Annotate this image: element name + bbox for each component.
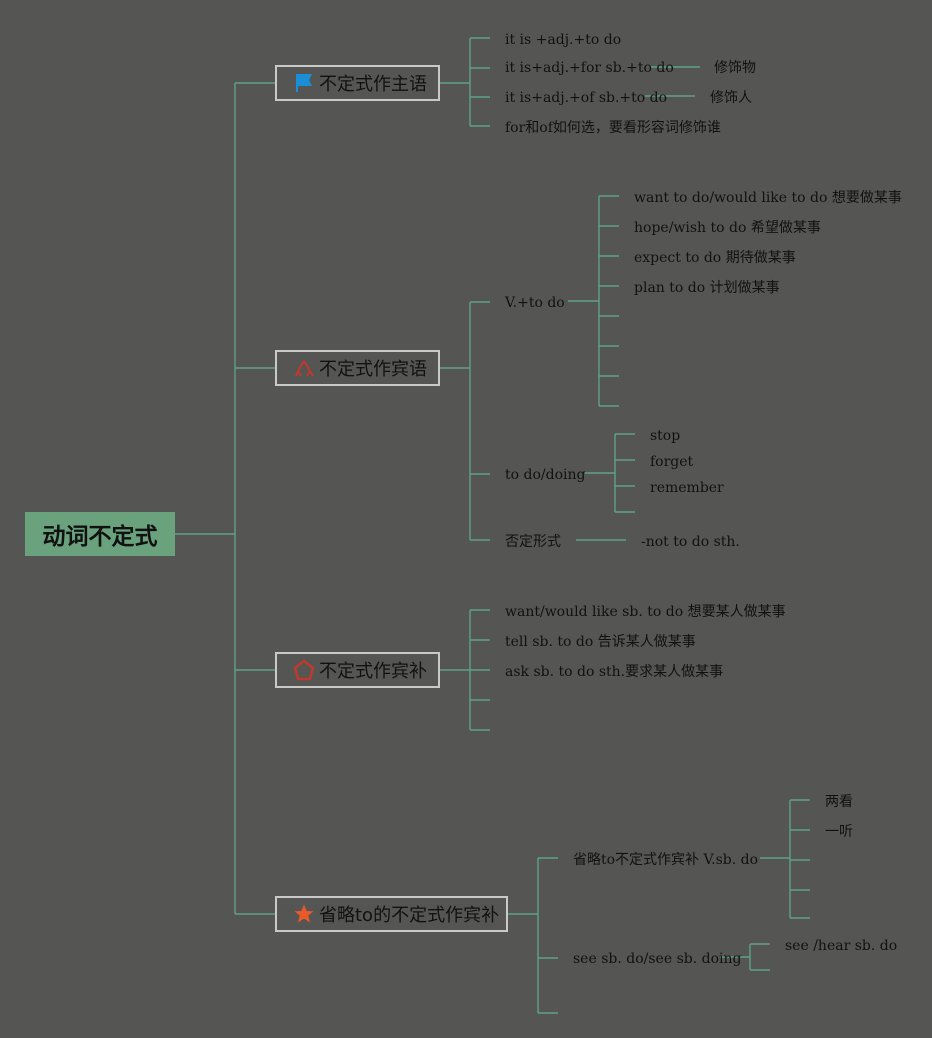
bare-group-omit-to[interactable]: 省略to不定式作宾补 V.sb. do (573, 852, 759, 868)
branch-bare-infinitive[interactable]: 省略to的不定式作宾补 (275, 896, 508, 932)
branch-bare-infinitive-label: 省略to的不定式作宾补 (319, 905, 500, 926)
bare-group-see[interactable]: see sb. do/see sb. doing (573, 951, 742, 967)
subject-item-2[interactable]: it is+adj.+for sb.+to do (505, 60, 674, 76)
subject-item-2-note[interactable]: 修饰物 (714, 60, 756, 76)
subject-item-3-note[interactable]: 修饰人 (710, 90, 752, 106)
tree-icon (293, 357, 315, 379)
object-verb-item-1[interactable]: want to do/would like to do 想要做某事 (634, 190, 902, 206)
complement-item-2[interactable]: tell sb. to do 告诉某人做某事 (505, 634, 696, 650)
star-icon (293, 903, 315, 925)
pentagon-icon (293, 659, 315, 681)
object-verb-item-4[interactable]: plan to do 计划做某事 (634, 280, 780, 296)
object-verb-item-2[interactable]: hope/wish to do 希望做某事 (634, 220, 821, 236)
flag-icon (293, 72, 315, 94)
subject-item-1[interactable]: it is +adj.+to do (505, 32, 622, 48)
complement-item-1[interactable]: want/would like sb. to do 想要某人做某事 (505, 604, 786, 620)
bare-see-item-1[interactable]: see /hear sb. do (785, 938, 898, 954)
complement-item-3[interactable]: ask sb. to do sth.要求某人做某事 (505, 664, 724, 680)
object-todo-item-2[interactable]: forget (650, 454, 694, 470)
object-todo-item-3[interactable]: remember (650, 480, 724, 496)
branch-subject-label: 不定式作主语 (319, 74, 427, 95)
object-group-todo-doing[interactable]: to do/doing (505, 467, 586, 483)
root-node[interactable]: 动词不定式 (25, 512, 175, 556)
bare-omit-item-2[interactable]: 一听 (825, 824, 853, 840)
branch-subject[interactable]: 不定式作主语 (275, 65, 440, 101)
object-verb-item-3[interactable]: expect to do 期待做某事 (634, 250, 796, 266)
subject-item-3[interactable]: it is+adj.+of sb.+to do (505, 90, 668, 106)
bare-omit-item-1[interactable]: 两看 (825, 794, 853, 810)
root-label: 动词不定式 (42, 524, 158, 550)
object-negative-item-1[interactable]: -not to do sth. (641, 534, 740, 550)
branch-object-label: 不定式作宾语 (319, 359, 427, 380)
object-group-negative[interactable]: 否定形式 (505, 534, 561, 550)
branch-object-complement-label: 不定式作宾补 (319, 661, 427, 682)
subject-item-4[interactable]: for和of如何选，要看形容词修饰谁 (505, 120, 721, 136)
branch-object-complement[interactable]: 不定式作宾补 (275, 652, 440, 688)
branch-object[interactable]: 不定式作宾语 (275, 350, 440, 386)
object-todo-item-1[interactable]: stop (650, 428, 681, 444)
object-group-verb[interactable]: V.+to do (505, 295, 565, 311)
